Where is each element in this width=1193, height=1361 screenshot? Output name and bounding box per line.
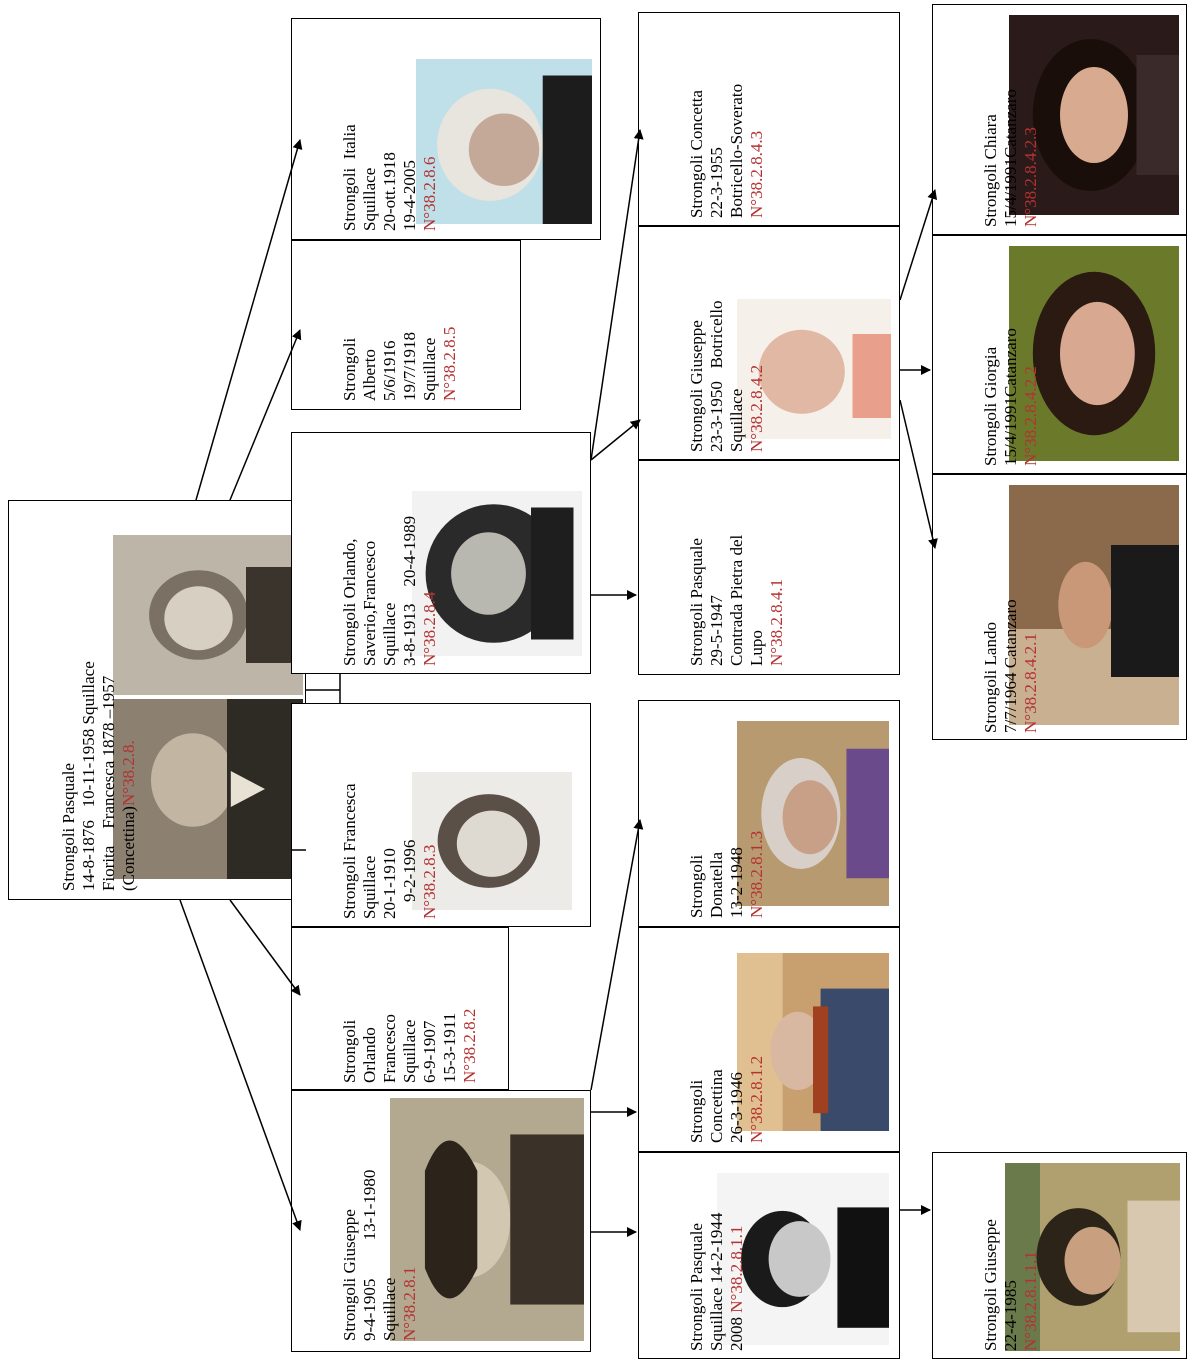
arrow-to-38-2-8-2 (229, 899, 301, 996)
portrait-photo-woman (412, 772, 572, 910)
arrow-to-38-2-8-5 (229, 329, 302, 501)
arrow-to-38-2-8-1 (179, 899, 302, 1231)
portrait-photo-woman (737, 721, 889, 906)
arrow-to-38-2-8-6 (195, 139, 303, 501)
portrait-photo-man (1009, 485, 1179, 725)
portrait-photo-man (737, 299, 891, 439)
arrow-to-38-2-8-4-2-1 (899, 399, 938, 549)
portrait-photo-man (113, 699, 303, 879)
arrow-to-38-2-8-4-2 (590, 419, 641, 461)
portrait-photo-man (412, 491, 582, 656)
portrait-photo-young-woman (1009, 246, 1179, 461)
portrait-photo-woman (416, 59, 592, 224)
portrait-photo-woman (737, 953, 889, 1131)
arrow-to-38-2-8-4-2-3 (899, 189, 938, 301)
portrait-photo-man (717, 1173, 889, 1345)
portrait-photo-young-woman (1009, 15, 1179, 215)
portrait-photo-man (390, 1098, 584, 1341)
portrait-photo-young-man (1005, 1163, 1180, 1351)
arrow-to-38-2-8-1-3 (590, 819, 644, 1091)
